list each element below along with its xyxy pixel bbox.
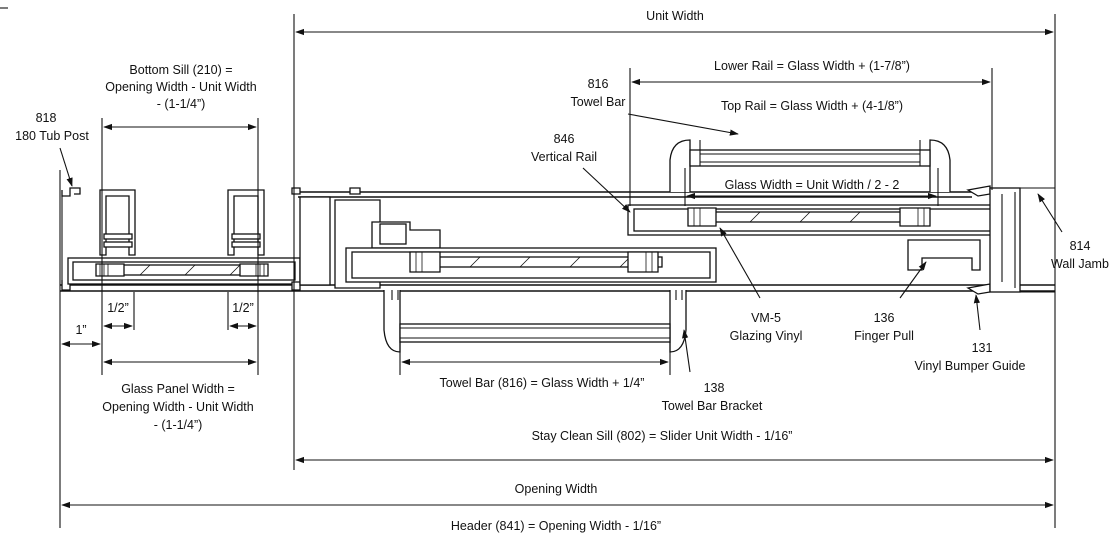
bumper-guide-name: Vinyl Bumper Guide [915,359,1026,373]
towel-bar-name: Towel Bar [571,95,626,109]
left-vertical-rail [334,199,717,289]
tub-post-number: 818 [36,111,57,125]
header-formula: Header (841) = Opening Width - 1/16” [451,519,661,533]
right-slider-panel [627,204,1001,236]
top-rail-formula: Top Rail = Glass Width + (4-1/8”) [721,99,903,113]
one-inch-label: 1” [75,323,86,337]
lower-rail-formula: Lower Rail = Glass Width + (1-7/8”) [714,59,910,73]
finger-pull-profile [907,239,981,271]
wall-jamb-profile [966,185,1055,295]
upper-towel-bar [669,139,951,192]
bottom-sill-line-1: Bottom Sill (210) = [129,63,232,77]
finger-pull-number: 136 [874,311,895,325]
half-inch-right-label: 1/2” [232,301,254,315]
fixed-glass-panel [67,257,301,285]
bottom-sill-right-channel [227,189,265,256]
wall-jamb-number: 814 [1070,239,1091,253]
bottom-sill-left-channel [99,189,136,256]
header-rails [60,191,1055,292]
glass-panel-line-1: Glass Panel Width = [121,382,235,396]
bumper-guide-number: 131 [972,341,993,355]
glazing-vinyl-label: Glazing Vinyl [730,329,803,343]
vertical-rail-number: 846 [554,132,575,146]
half-inch-left-label: 1/2” [107,301,129,315]
extension-lines [59,14,1056,528]
vertical-rail-name: Vertical Rail [531,150,597,164]
dimension-arrows [61,28,1054,509]
opening-width-label: Opening Width [515,482,598,496]
bottom-sill-line-2: Opening Width - Unit Width [105,80,256,94]
wall-jamb-name: Wall Jamb [1051,257,1109,271]
vm5-label: VM-5 [751,311,781,325]
tub-post-profile [61,187,81,291]
stay-clean-sill-formula: Stay Clean Sill (802) = Slider Unit Widt… [532,429,793,443]
glass-panel-line-3: - (1-1/4”) [154,418,203,432]
bottom-sill-line-3: - (1-1/4”) [157,97,206,111]
unit-width-label: Unit Width [646,9,704,23]
unit-left-jamb [291,187,361,291]
towel-bar-number: 816 [588,77,609,91]
finger-pull-name: Finger Pull [854,329,914,343]
lower-towel-bar [383,290,687,353]
towel-bar-formula: Towel Bar (816) = Glass Width + 1/4” [440,376,645,390]
glass-width-formula: Glass Width = Unit Width / 2 - 2 [725,178,900,192]
towel-bar-bracket-name: Towel Bar Bracket [662,399,763,413]
glass-panel-line-2: Opening Width - Unit Width [102,400,253,414]
towel-bar-bracket-number: 138 [704,381,725,395]
tub-post-name: 180 Tub Post [15,129,89,143]
leader-arrows [59,113,1063,373]
